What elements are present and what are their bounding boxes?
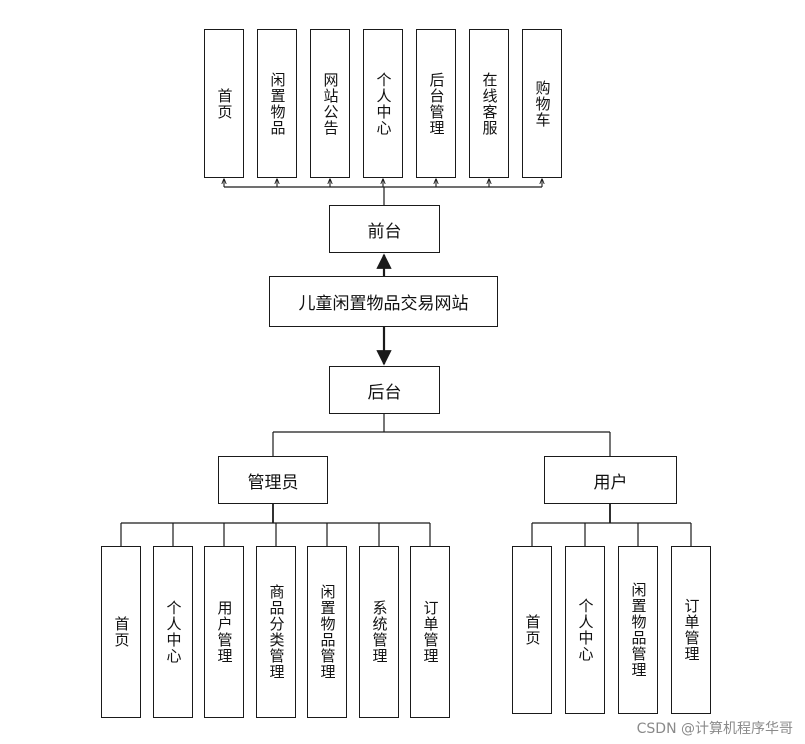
admin-module-box: 订单管理 [410,546,450,718]
frontend-module-box: 首页 [204,29,244,178]
admin-module-box: 首页 [101,546,141,718]
csdn-watermark: CSDN @计算机程序华哥 [636,721,793,737]
admin-module-box: 个人中心 [153,546,193,718]
backend-box: 后台 [329,366,440,414]
admin-module-box: 用户管理 [204,546,244,718]
admin-module-box: 闲置物品管理 [307,546,347,718]
admin-role-box: 管理员 [218,456,328,504]
user-module-box: 订单管理 [671,546,711,714]
user-module-box: 个人中心 [565,546,605,714]
user-module-box: 首页 [512,546,552,714]
root-system-box: 儿童闲置物品交易网站 [269,276,498,327]
admin-module-box: 系统管理 [359,546,399,718]
frontend-module-box: 闲置物品 [257,29,297,178]
admin-module-box: 商品分类管理 [256,546,296,718]
frontend-module-box: 购物车 [522,29,562,178]
user-module-box: 闲置物品管理 [618,546,658,714]
user-role-box: 用户 [544,456,677,504]
frontend-module-box: 个人中心 [363,29,403,178]
frontend-box: 前台 [329,205,440,253]
frontend-module-box: 网站公告 [310,29,350,178]
frontend-module-box: 后台管理 [416,29,456,178]
frontend-module-box: 在线客服 [469,29,509,178]
